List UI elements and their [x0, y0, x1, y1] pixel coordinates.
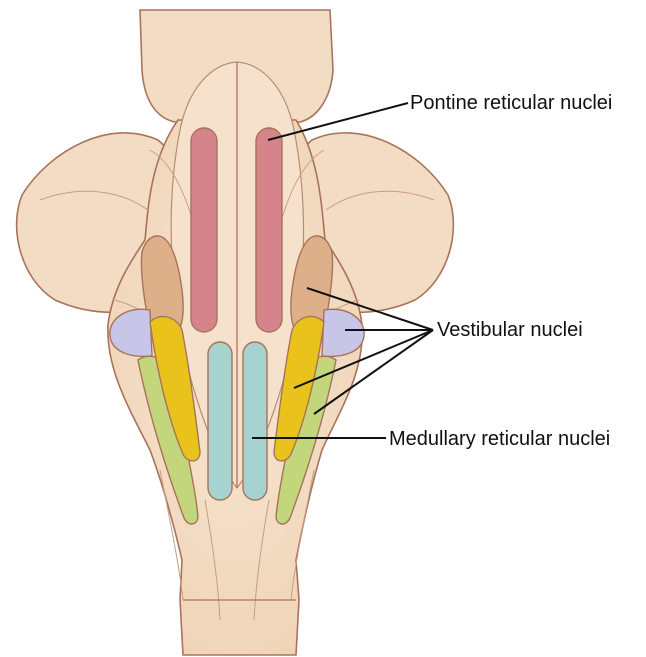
leader-vestibular-green: [313, 329, 434, 415]
vestibular-yellow-right: [273, 315, 325, 462]
pontine-nucleus-left: [190, 127, 218, 333]
medullary-nucleus-right: [242, 341, 268, 501]
vestibular-yellow-left: [149, 315, 201, 462]
vestibular-lavender-right: [321, 308, 365, 358]
label-medullary-reticular-nuclei: Medullary reticular nuclei: [389, 428, 611, 450]
nuclei-group: [109, 127, 365, 525]
pontine-nucleus-right: [255, 127, 283, 333]
brainstem-outline: [15, 9, 455, 656]
medullary-nucleus-left: [207, 341, 233, 501]
label-pontine-reticular-nuclei: Pontine reticular nuclei: [410, 92, 613, 114]
leader-lines: [252, 102, 434, 439]
vestibular-lavender-left: [109, 308, 153, 358]
leader-vestibular-upper: [306, 287, 434, 331]
leader-pontine: [267, 102, 409, 141]
leader-vestibular-yellow: [293, 329, 434, 389]
label-vestibular-nuclei: Vestibular nuclei: [437, 319, 583, 341]
